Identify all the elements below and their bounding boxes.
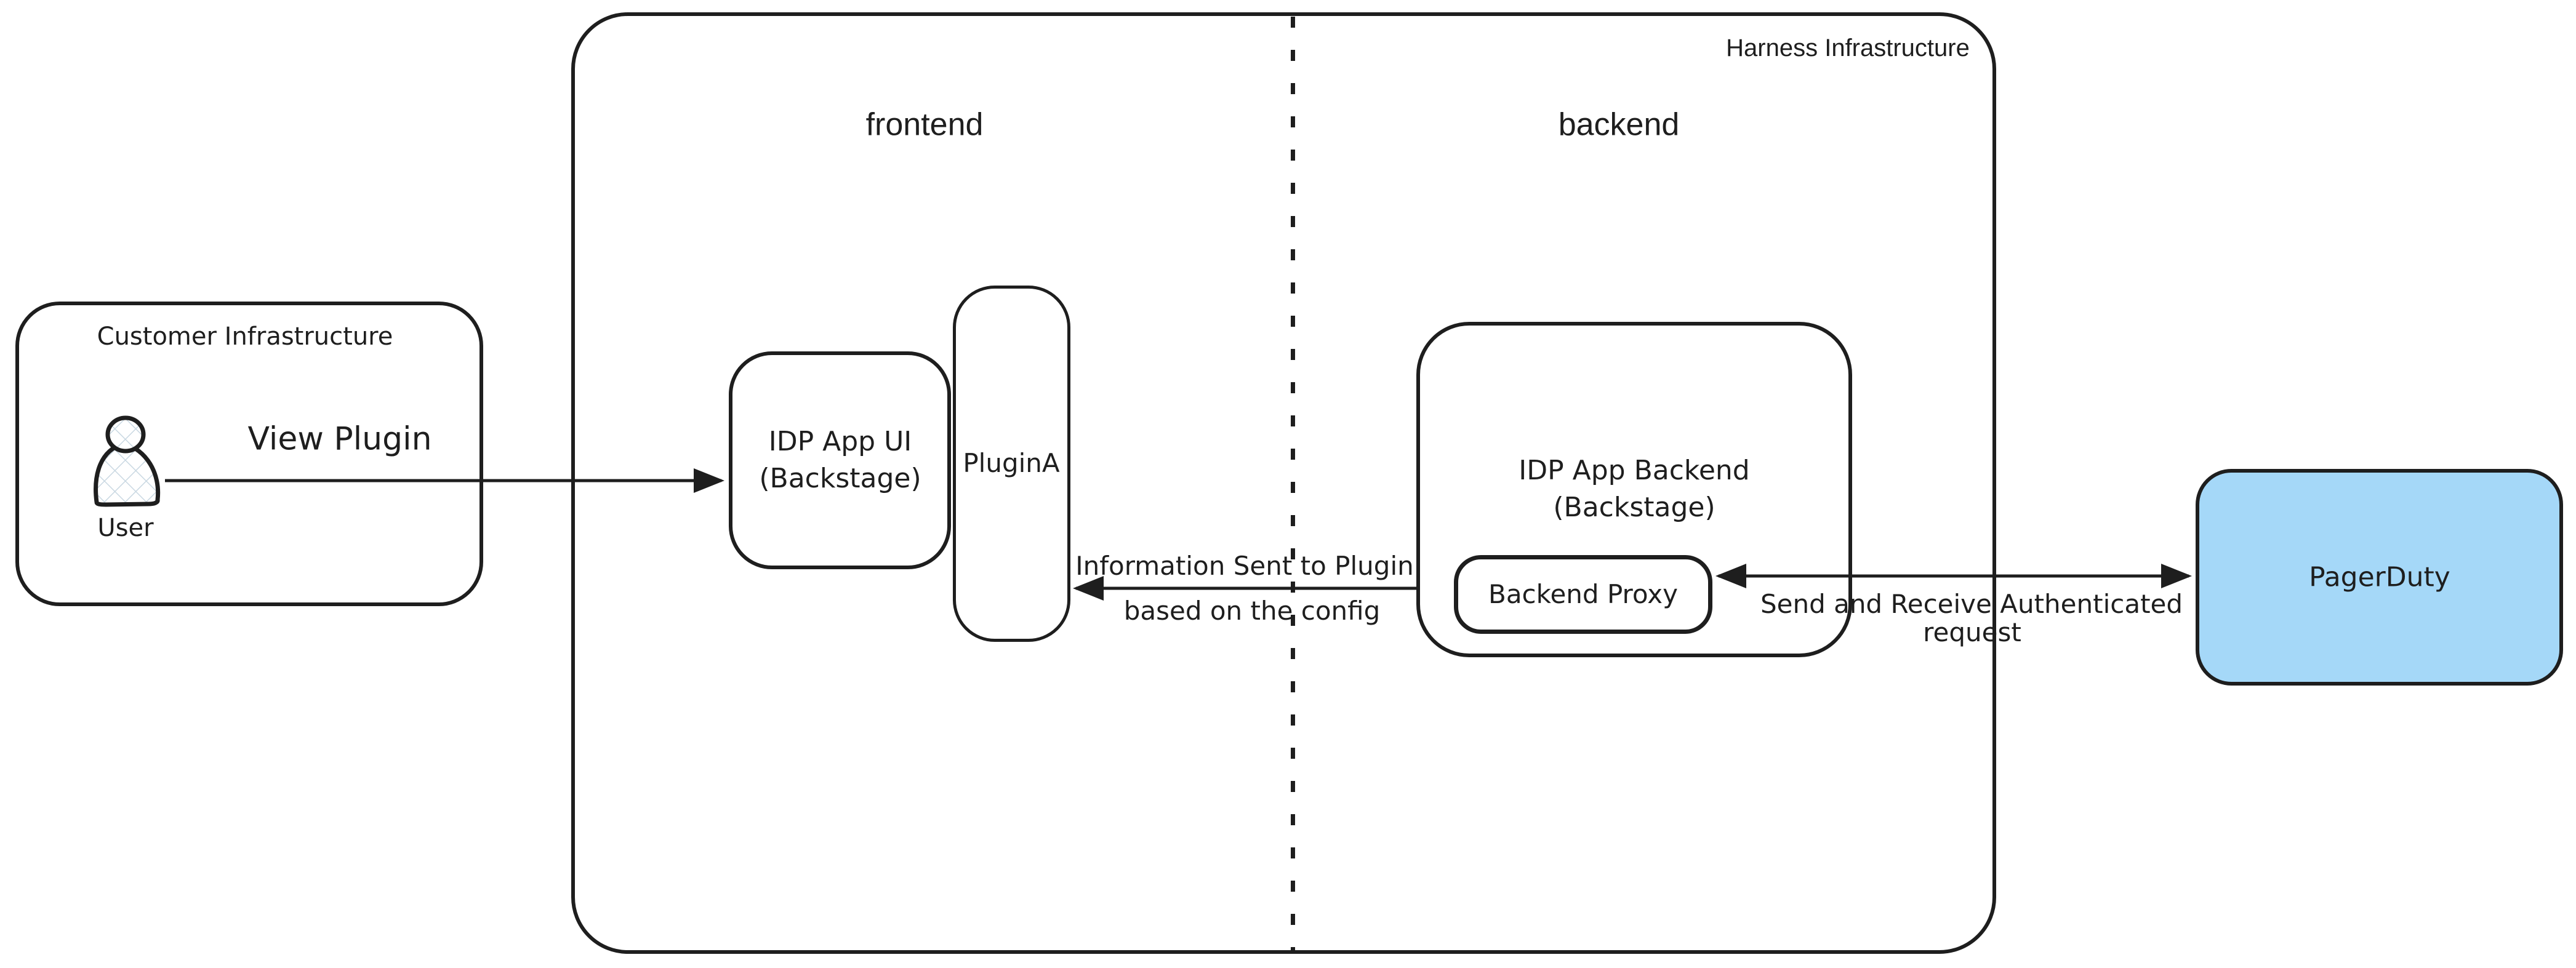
- auth-arrow-label-line2: request: [1923, 617, 2021, 647]
- backend-proxy-box: [1454, 555, 1712, 634]
- harness-infrastructure-title: Harness Infrastructure: [1726, 34, 1970, 62]
- info-arrow-label-line2: based on the config: [1123, 595, 1381, 626]
- idp-app-backend-label-line1: IDP App Backend: [1519, 455, 1750, 486]
- info-arrow-label-line1: Information Sent to Plugin: [1075, 550, 1414, 581]
- pagerduty-label: PagerDuty: [2309, 561, 2450, 593]
- view-plugin-arrow-label: View Plugin: [247, 420, 432, 458]
- idp-app-backend-label: IDP App Backend (Backstage): [1519, 452, 1749, 526]
- idp-app-ui-box: [729, 351, 951, 569]
- backend-section-label: backend: [1558, 106, 1680, 143]
- pagerduty-box: [2196, 469, 2563, 686]
- backend-proxy-label: Backend Proxy: [1488, 578, 1678, 609]
- idp-app-ui-label-line2: (Backstage): [759, 463, 921, 494]
- frontend-section-label: frontend: [865, 106, 984, 143]
- frontend-backend-divider: [1291, 17, 1295, 951]
- customer-infrastructure-title: Customer Infrastructure: [97, 322, 393, 351]
- customer-infrastructure-box: [15, 302, 483, 606]
- idp-app-ui-label: IDP App UI (Backstage): [759, 423, 921, 497]
- idp-app-ui-label-line1: IDP App UI: [768, 426, 912, 457]
- auth-arrow-label-line1: Send and Receive Authenticated: [1760, 588, 2183, 619]
- idp-app-backend-label-line2: (Backstage): [1553, 492, 1715, 523]
- user-label: User: [97, 514, 154, 542]
- plugin-a-box: [953, 286, 1070, 642]
- plugin-a-label: PluginA: [963, 447, 1060, 478]
